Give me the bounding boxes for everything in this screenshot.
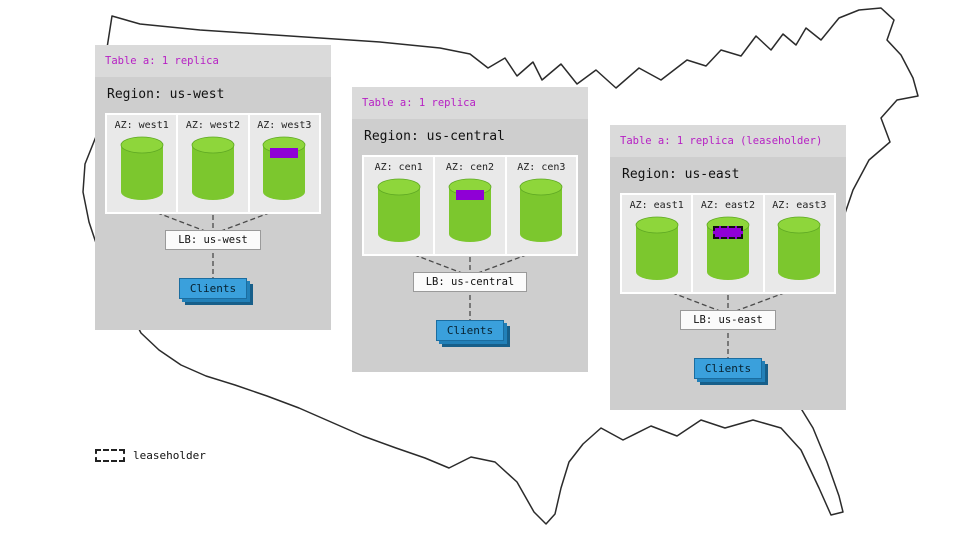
cylinder-icon xyxy=(519,178,563,242)
az-row: AZ: east1 AZ: east2 xyxy=(620,193,836,294)
az-cell: AZ: east1 xyxy=(622,195,692,292)
region-panel-us-west: Table a: 1 replica Region: us-west AZ: w… xyxy=(95,45,331,330)
az-label: AZ: east2 xyxy=(700,200,756,211)
cylinder-icon xyxy=(448,178,492,242)
az-cell: AZ: cen3 xyxy=(506,157,576,254)
replica-band xyxy=(455,190,484,200)
table-replica-header-label: Table a: 1 replica xyxy=(362,97,476,109)
region-title: Region: us-central xyxy=(364,129,505,144)
az-row: AZ: west1 AZ: west2 xyxy=(105,113,321,214)
region-body: Region: us-central AZ: cen1 AZ: cen2 xyxy=(352,119,588,372)
table-replica-header: Table a: 1 replica (leaseholder) xyxy=(610,125,846,157)
az-label: AZ: west2 xyxy=(185,120,241,131)
az-label: AZ: cen3 xyxy=(517,162,566,173)
region-panel-us-central: Table a: 1 replica Region: us-central AZ… xyxy=(352,87,588,372)
region-body: Region: us-east AZ: east1 AZ: east2 xyxy=(610,157,846,410)
cylinder-icon xyxy=(262,136,306,200)
region-body: Region: us-west AZ: west1 AZ: west2 xyxy=(95,77,331,330)
region-title: Region: us-west xyxy=(107,87,225,102)
az-label: AZ: east3 xyxy=(772,200,827,211)
az-cell: AZ: east2 xyxy=(693,195,763,292)
legend: leaseholder xyxy=(95,449,206,462)
az-label: AZ: cen2 xyxy=(445,162,495,173)
region-title: Region: us-east xyxy=(622,167,740,182)
table-replica-header-label: Table a: 1 replica xyxy=(105,55,219,67)
region-panel-us-east: Table a: 1 replica (leaseholder) Region:… xyxy=(610,125,846,410)
cylinder-icon xyxy=(377,178,421,242)
az-label: AZ: west1 xyxy=(114,120,169,131)
az-cell: AZ: cen2 xyxy=(435,157,505,254)
cylinder-icon xyxy=(777,216,821,280)
legend-label: leaseholder xyxy=(133,449,206,462)
table-replica-header: Table a: 1 replica xyxy=(352,87,588,119)
az-label: AZ: west3 xyxy=(257,120,312,131)
cylinder-icon xyxy=(635,216,679,280)
db-cylinder xyxy=(119,136,165,202)
load-balancer-box: LB: us-west xyxy=(165,230,261,250)
az-cell: AZ: east3 xyxy=(764,195,834,292)
leaseholder-swatch-icon xyxy=(95,449,125,462)
clients-label: Clients xyxy=(446,324,494,337)
table-replica-header: Table a: 1 replica xyxy=(95,45,331,77)
clients-label: Clients xyxy=(189,282,237,295)
leaseholder-band xyxy=(712,226,743,239)
clients-box: Clients xyxy=(435,320,505,341)
db-cylinder xyxy=(705,216,751,282)
az-cell: AZ: cen1 xyxy=(364,157,434,254)
az-cell: AZ: west3 xyxy=(249,115,319,212)
db-cylinder xyxy=(634,216,680,282)
db-cylinder xyxy=(447,178,493,244)
load-balancer-box: LB: us-east xyxy=(680,310,776,330)
db-cylinder xyxy=(376,178,422,244)
az-cell: AZ: west1 xyxy=(107,115,177,212)
db-cylinder xyxy=(776,216,822,282)
db-cylinder xyxy=(190,136,236,202)
clients-box: Clients xyxy=(693,358,763,379)
clients-box: Clients xyxy=(178,278,248,299)
az-cell: AZ: west2 xyxy=(178,115,248,212)
az-label: AZ: cen1 xyxy=(374,162,423,173)
table-replica-header-label: Table a: 1 replica (leaseholder) xyxy=(620,135,823,147)
db-cylinder xyxy=(261,136,307,202)
replica-band xyxy=(270,148,299,158)
cylinder-icon xyxy=(120,136,164,200)
load-balancer-box: LB: us-central xyxy=(412,272,528,292)
db-cylinder xyxy=(518,178,564,244)
az-label: AZ: east1 xyxy=(629,200,684,211)
cylinder-icon xyxy=(191,136,235,200)
az-row: AZ: cen1 AZ: cen2 xyxy=(362,155,578,256)
clients-label: Clients xyxy=(704,362,752,375)
